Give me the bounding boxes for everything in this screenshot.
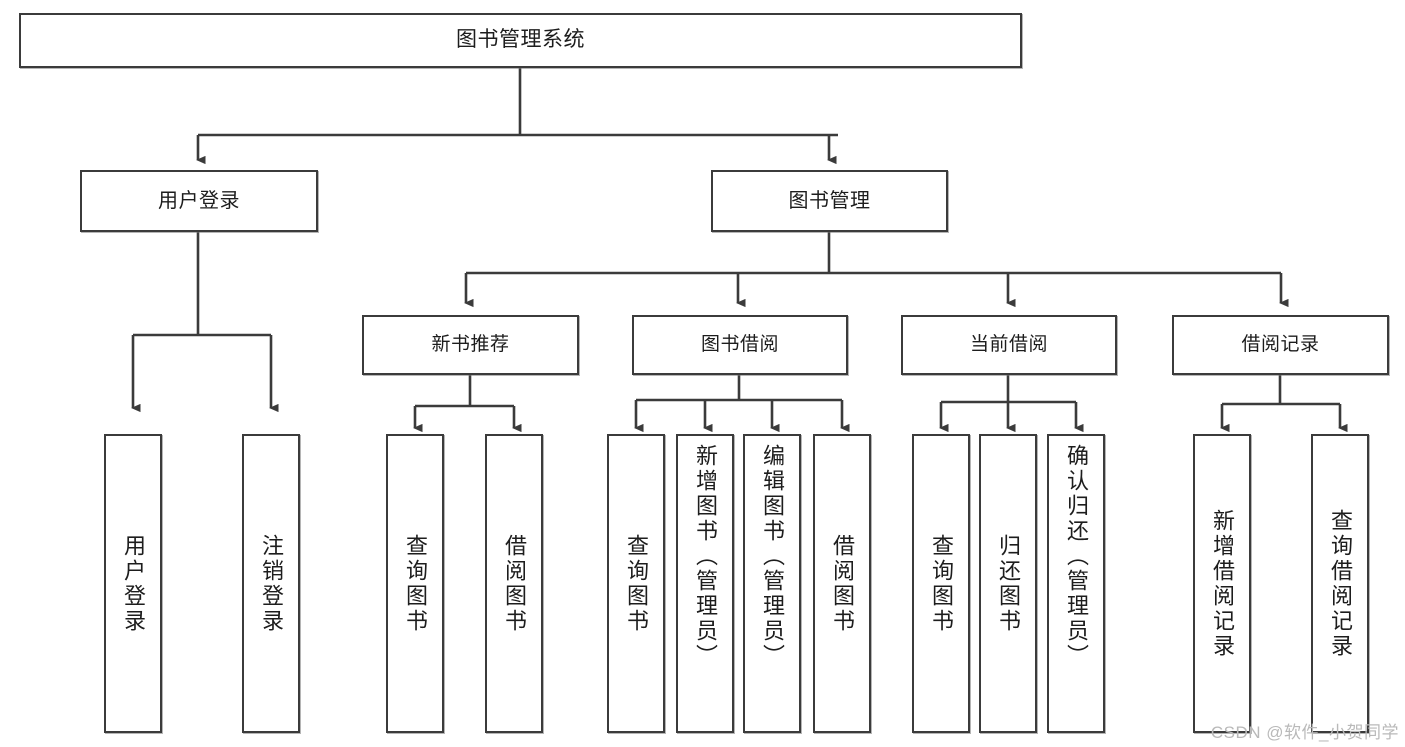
node-label: 查询借阅记录 (1328, 508, 1353, 659)
node-label: 图书管理 (788, 189, 871, 212)
leaf-user-login-logout[interactable]: 注销登录 (242, 434, 300, 733)
node-label: 图书管理系统 (456, 28, 585, 52)
node-label: 借阅图书 (502, 533, 527, 634)
node-label: 确认归还（管理员） (1064, 444, 1089, 669)
node-user-login[interactable]: 用户登录 (80, 170, 318, 232)
leaf-book-borrow-query-book[interactable]: 查询图书 (607, 434, 665, 733)
node-label: 借阅记录 (1241, 334, 1320, 356)
csdn-watermark: CSDN @软件_小贺同学 (1210, 723, 1399, 742)
leaf-new-book-borrow-book[interactable]: 借阅图书 (485, 434, 543, 733)
node-label: 用户登录 (158, 189, 240, 212)
node-label: 新书推荐 (431, 334, 510, 356)
node-book-management[interactable]: 图书管理 (711, 170, 948, 232)
node-label: 归还图书 (996, 533, 1021, 634)
leaf-user-login-login[interactable]: 用户登录 (104, 434, 162, 733)
node-label: 查询图书 (929, 533, 954, 634)
leaf-current-borrow-query-book[interactable]: 查询图书 (912, 434, 970, 733)
node-new-book-recommend[interactable]: 新书推荐 (362, 315, 579, 375)
node-current-borrow[interactable]: 当前借阅 (901, 315, 1117, 375)
node-label: 借阅图书 (830, 533, 855, 634)
leaf-borrow-record-query-record[interactable]: 查询借阅记录 (1311, 434, 1369, 733)
node-label: 查询图书 (624, 533, 649, 634)
leaf-book-borrow-add-book[interactable]: 新增图书（管理员） (676, 434, 734, 733)
leaf-book-borrow-borrow-book[interactable]: 借阅图书 (813, 434, 871, 733)
leaf-current-borrow-confirm-return[interactable]: 确认归还（管理员） (1047, 434, 1105, 733)
node-borrow-record[interactable]: 借阅记录 (1172, 315, 1389, 375)
node-root-system[interactable]: 图书管理系统 (19, 13, 1022, 68)
node-label: 新增借阅记录 (1210, 508, 1235, 659)
node-book-borrow[interactable]: 图书借阅 (632, 315, 848, 375)
node-label: 用户登录 (121, 533, 146, 634)
node-label: 新增图书（管理员） (693, 444, 718, 669)
leaf-new-book-query-book[interactable]: 查询图书 (386, 434, 444, 733)
node-label: 注销登录 (259, 533, 284, 634)
leaf-current-borrow-return-book[interactable]: 归还图书 (979, 434, 1037, 733)
node-label: 当前借阅 (969, 334, 1048, 356)
node-label: 编辑图书（管理员） (760, 444, 785, 669)
leaf-borrow-record-add-record[interactable]: 新增借阅记录 (1193, 434, 1251, 733)
node-label: 查询图书 (403, 533, 428, 634)
node-label: 图书借阅 (700, 334, 779, 356)
leaf-book-borrow-edit-book[interactable]: 编辑图书（管理员） (743, 434, 801, 733)
